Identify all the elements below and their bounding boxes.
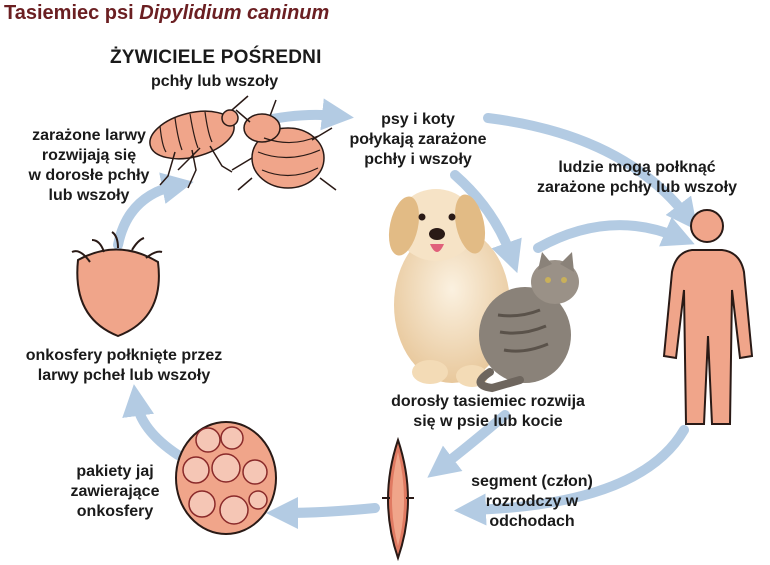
arrow-pets-to-dog bbox=[450, 170, 522, 274]
flea-icon bbox=[149, 95, 249, 189]
human-icon bbox=[662, 209, 754, 425]
label-oncospheres-swallowed: onkosfery połknięte przez larwy pcheł lu… bbox=[25, 347, 223, 384]
label-humans-swallow: ludzie mogą połknąć zarażone pchły lub w… bbox=[536, 159, 738, 196]
arrow-to-human bbox=[483, 113, 698, 231]
cat-icon bbox=[476, 252, 579, 393]
egg-packet-icon bbox=[175, 421, 277, 535]
segment-icon bbox=[382, 436, 414, 562]
arrow-dog-to-human bbox=[533, 216, 695, 253]
arrow-larva-to-flea bbox=[113, 172, 194, 250]
label-larvae-develop: zarażone larwy rozwijają się w dorosłe p… bbox=[28, 127, 150, 204]
diagram-title: Tasiemiec psi Dipylidium caninum bbox=[4, 2, 329, 25]
label-segment: segment (człon) rozrodczy w odchodach bbox=[471, 473, 593, 530]
intermediate-hosts-heading: ŻYWICIELE POŚREDNI bbox=[110, 47, 322, 68]
label-adult-develops: dorosły tasiemiec rozwija się w psie lub… bbox=[391, 393, 585, 430]
arrow-human-to-segment bbox=[454, 425, 689, 526]
label-egg-packets: pakiety jaj zawierające onkosfery bbox=[70, 463, 160, 520]
arrow-segment-to-eggs bbox=[265, 496, 380, 529]
label-dogs-cats-swallow: psy i koty połykają zarażone pchły i wsz… bbox=[349, 111, 487, 168]
title-prefix: Tasiemiec psi bbox=[4, 2, 134, 24]
title-species: Dipylidium caninum bbox=[139, 2, 330, 24]
intermediate-hosts-sub: pchły lub wszoły bbox=[151, 73, 279, 90]
louse-icon bbox=[231, 99, 337, 191]
larva-icon bbox=[71, 231, 163, 338]
arrow-eggs-to-larva bbox=[122, 384, 183, 460]
arrow-worm-to-segment bbox=[427, 410, 510, 478]
